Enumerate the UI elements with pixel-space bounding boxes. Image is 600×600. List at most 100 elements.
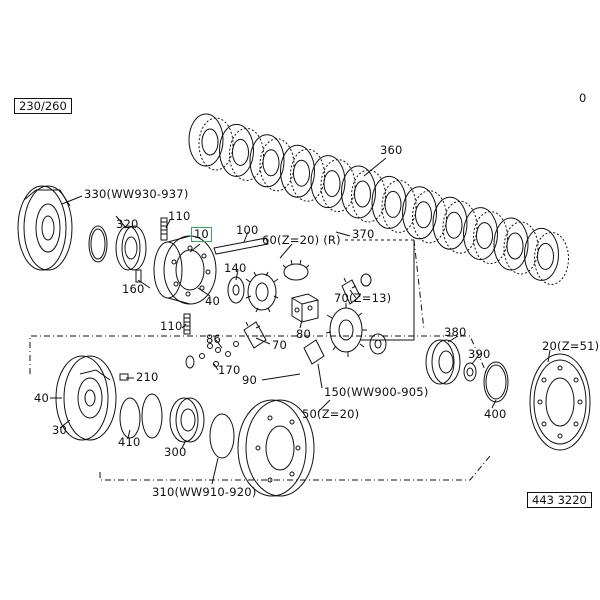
bearing-320 (115, 225, 147, 271)
friction-disc (381, 179, 417, 233)
pinion-gear-70-right (341, 277, 361, 305)
part-label-330[interactable]: 330(WW930-937) (84, 187, 189, 201)
clutch-plate (188, 113, 224, 167)
part-label-300[interactable]: 300 (164, 445, 187, 459)
part-label-60[interactable]: 60(Z=20) (R) (262, 233, 341, 247)
stud-110-upper (160, 217, 168, 241)
pinion-gear-lower (303, 339, 325, 365)
clutch-plate (341, 165, 376, 219)
part-label-310[interactable]: 310(WW910-920) (152, 485, 257, 499)
clutch-plate (463, 207, 498, 261)
clutch-plate (432, 196, 468, 250)
part-label-90[interactable]: 90 (242, 373, 258, 387)
cover-310 (237, 399, 315, 497)
friction-disc (351, 169, 386, 223)
friction-disc (473, 211, 508, 265)
clutch-plate (402, 186, 437, 240)
clutch-plate (249, 134, 285, 188)
bolt-210 (119, 373, 129, 381)
pinion-gear-70-left (243, 321, 267, 349)
part-label-70[interactable]: 70 (272, 338, 288, 352)
part-label-110-lower[interactable]: 110 (160, 319, 183, 333)
part-label-410[interactable]: 410 (118, 435, 141, 449)
part-label-70-z13[interactable]: 70(Z=13) (334, 291, 392, 305)
plate-bore (476, 222, 493, 250)
plate-bore (506, 232, 524, 260)
clutch-plate (310, 155, 346, 209)
part-label-170[interactable]: 170 (218, 363, 241, 377)
plate-bore (293, 159, 310, 187)
friction-disc (229, 127, 264, 181)
o-ring-400 (483, 361, 509, 403)
clutch-plate (371, 175, 407, 229)
drawing-number-box: 443 3220 (527, 492, 592, 508)
plate-bore (323, 170, 341, 198)
plate-bore (445, 211, 463, 239)
clutch-plate (280, 144, 315, 198)
plate-bore (384, 190, 402, 218)
clutch-plate-stack (188, 113, 569, 285)
clutch-plate (524, 227, 559, 281)
friction-disc (198, 117, 234, 171)
friction-disc (503, 221, 539, 275)
small-parts-86-170 (185, 341, 239, 369)
friction-disc (442, 200, 478, 254)
part-label-80[interactable]: 80 (296, 327, 312, 341)
thrust-washer-140 (227, 276, 245, 304)
leader-lines (50, 157, 551, 485)
part-label-210[interactable]: 210 (136, 370, 159, 384)
stud-110-lower (183, 313, 191, 335)
part-label-380[interactable]: 380 (444, 325, 467, 339)
washer-near-150 (369, 333, 387, 355)
plate-bore (201, 128, 219, 156)
part-label-150[interactable]: 150(WW900-905) (324, 385, 429, 399)
part-label-370[interactable]: 370 (352, 227, 375, 241)
pin-160 (135, 269, 142, 283)
part-label-100[interactable]: 100 (236, 223, 259, 237)
plate-bore (354, 180, 371, 208)
friction-disc (259, 138, 295, 192)
friction-disc (290, 148, 325, 202)
friction-disc (412, 190, 447, 244)
part-label-40-upper[interactable]: 40 (205, 294, 221, 308)
o-ring-310-small (209, 413, 235, 459)
plate-bore (232, 138, 249, 166)
friction-disc (320, 159, 356, 213)
seal-390 (463, 362, 477, 382)
left-flange-part (17, 185, 73, 271)
part-label-86[interactable]: 86 (206, 332, 222, 346)
bearing-cup-380 (425, 339, 461, 385)
clutch-plate (219, 123, 254, 177)
part-label-160[interactable]: 160 (122, 282, 145, 296)
plate-bore (537, 242, 554, 270)
o-rings-410 (119, 393, 163, 439)
pinion-gear-upper (282, 259, 310, 281)
part-label-20[interactable]: 20(Z=51) (542, 339, 600, 353)
part-label-320[interactable]: 320 (116, 217, 139, 231)
top-right-mark: 0 (579, 91, 587, 105)
part-label-40-lower[interactable]: 40 (34, 391, 50, 405)
part-label-140[interactable]: 140 (224, 261, 247, 275)
ring-gear-20 (529, 353, 591, 451)
plate-bore (262, 149, 280, 177)
part-label-30[interactable]: 30 (52, 423, 68, 437)
spider-block-80 (291, 293, 319, 323)
washer-near-70 (360, 273, 372, 287)
part-label-50[interactable]: 50(Z=20) (302, 407, 360, 421)
side-gear-150 (325, 303, 367, 357)
bearing-300 (169, 397, 205, 443)
part-label-390[interactable]: 390 (468, 347, 491, 361)
part-label-110-upper[interactable]: 110 (168, 209, 191, 223)
selected-part-10-marker[interactable]: 10 (191, 227, 212, 242)
friction-disc (534, 231, 569, 285)
part-label-400[interactable]: 400 (484, 407, 507, 421)
o-ring-330 (88, 225, 108, 263)
group-code-box: 230/260 (14, 98, 72, 114)
part-label-360[interactable]: 360 (380, 143, 403, 157)
side-gear-60 (245, 271, 279, 313)
clutch-plate (493, 217, 529, 271)
cross-shaft-100 (213, 237, 269, 255)
reference-lines (29, 239, 491, 481)
